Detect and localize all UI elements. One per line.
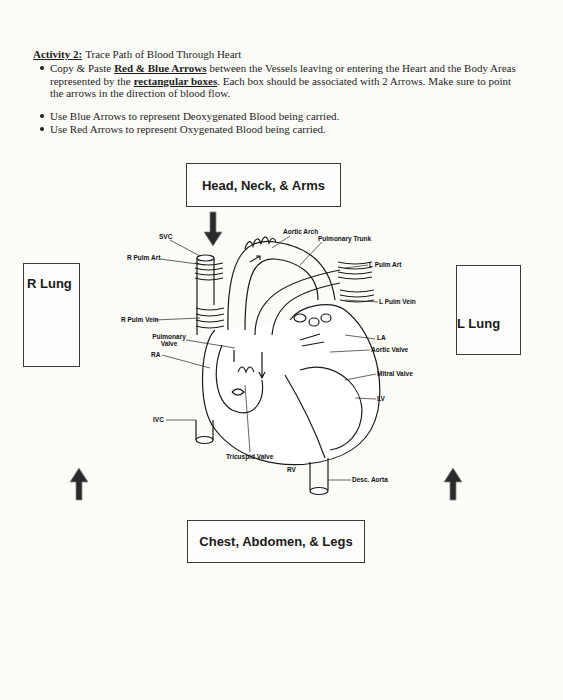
part-label: L Pulm Art [369,261,402,268]
activity-title: Activity 2: [33,48,82,60]
septum [285,375,325,458]
leader-line [330,350,370,352]
bullet-dots [40,66,44,131]
leader-line [160,259,205,265]
leader-line [245,385,250,452]
activity-subtitle: Trace Path of Blood Through Heart [85,48,241,60]
leader-line [272,236,290,248]
part-label: LA [377,334,386,341]
pulmonary-trunk [255,270,340,335]
leader-line [345,300,378,302]
body-area-box: Head, Neck, & Arms [186,163,341,207]
down-arrow [204,212,222,246]
chamber-marks [232,334,324,395]
leader-line [162,355,210,368]
ivc-opening [196,437,213,444]
instruction-text: Copy & Paste [50,62,111,74]
part-label: SVC [159,233,172,240]
arch-branches [245,237,276,249]
part-label: LV [377,395,385,402]
valve-cusp [294,314,306,322]
aortic-arch [245,259,318,330]
leader-lines [155,236,378,480]
leader-line [345,265,368,268]
part-label: Aortic Arch [283,228,318,235]
leader-line [166,420,196,421]
instruction-text: Red & Blue Arrows [114,62,206,74]
instruction-text: rectangular boxes [134,75,218,87]
leader-line [300,242,322,265]
part-label: RV [287,466,296,473]
bullet-dot [40,66,44,70]
header-line: Activity 2:Trace Path of Blood Through H… [33,48,513,61]
heart-drawing [195,237,380,494]
valve-leaflets [234,350,265,378]
box-label: Head, Neck, & Arms [202,178,325,193]
part-label: L Pulm Vein [379,298,416,305]
part-label: Desc. Aorta [352,476,388,483]
leader-line [155,318,200,320]
body-area-box: Chest, Abdomen, & Legs [187,520,365,563]
heart-outline [203,305,380,465]
box-label: R Lung [27,276,72,291]
flow-mark [250,256,260,262]
desc-aorta-opening [310,488,328,495]
l-pulm-art-rings [338,262,372,279]
bullet-dot [40,114,44,118]
part-label: R Pulm Art [127,254,160,261]
body-area-box: R Lung [23,263,80,367]
part-label: Aortic Valve [371,346,408,353]
ra-wall [216,345,262,413]
part-label: Pulmonary Trunk [318,235,371,242]
instruction-text: Use Red Arrows to represent Oxygenated B… [50,123,520,136]
flow-arrows [70,212,462,500]
box-label: Chest, Abdomen, & Legs [199,534,352,549]
body-area-box: L Lung [456,265,521,355]
r-pulm-art-rings [195,263,223,280]
up-arrow [444,468,462,500]
part-label: R Pulm Vein [121,316,159,323]
part-label: IVC [153,416,164,423]
leader-line [170,240,200,256]
part-label: Tricuspid Valve [226,453,273,460]
leader-line [345,374,376,380]
leader-line [355,398,376,399]
leader-line [345,335,375,339]
part-label: Pulmonary Valve [150,333,188,347]
up-arrow [70,468,88,500]
valve-cusp [309,318,319,326]
instruction-paragraph: Copy & PasteRed & Blue Arrowsbetween the… [50,62,520,100]
bullet-dot [40,127,44,131]
box-label: L Lung [457,316,500,331]
desc-aorta-tube [310,458,328,490]
aortic-arch [228,241,335,330]
lv-wall [300,367,362,450]
part-label: RA [151,351,160,358]
leader-line [186,340,235,348]
part-label: Mitral Valve [377,370,413,377]
instruction-text: Use Blue Arrows to represent Deoxygenate… [50,110,520,123]
r-pulm-vein-rings [196,308,224,328]
leader-line [328,480,351,481]
valve-cusp [321,314,331,322]
